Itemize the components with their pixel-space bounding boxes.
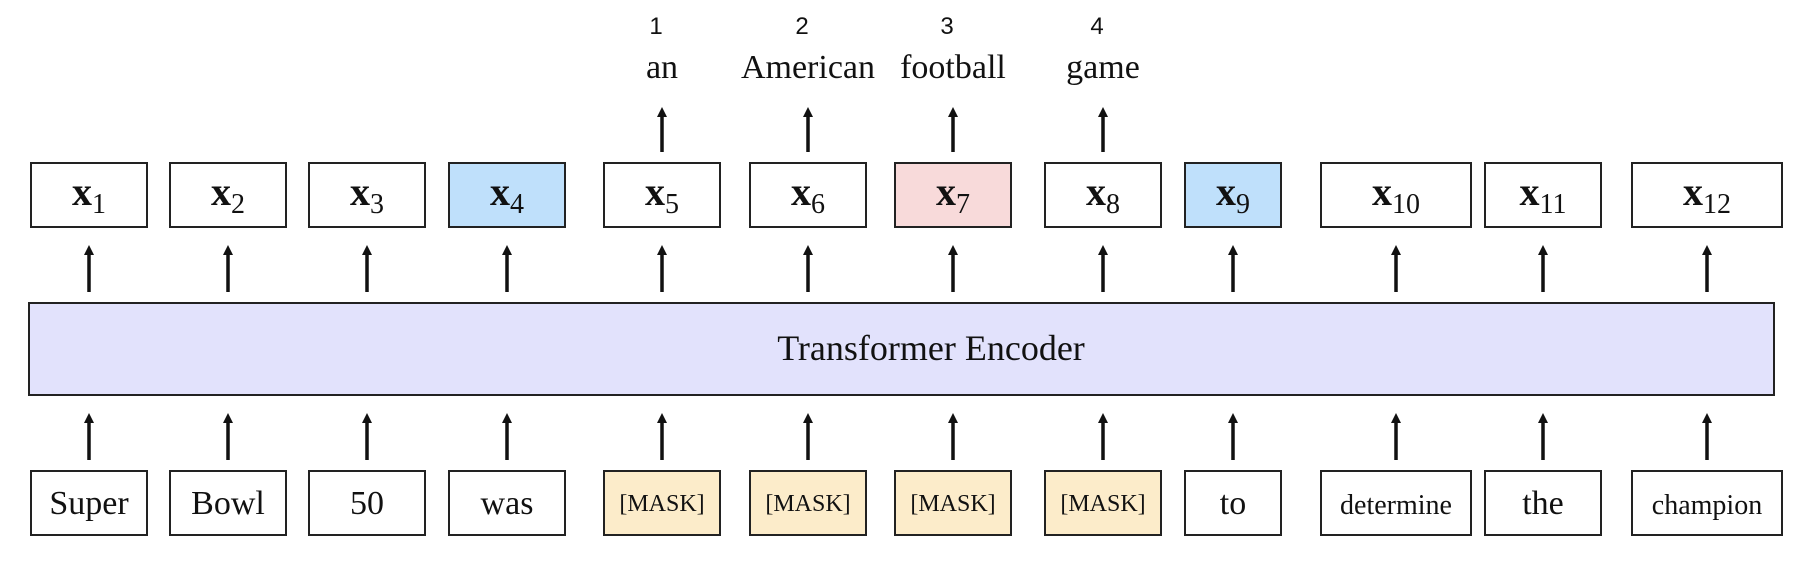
output-subscript: 3 — [370, 189, 384, 220]
token-column-10: determine x10 — [1320, 162, 1472, 536]
output-symbol: x — [645, 169, 665, 214]
output-symbol: x — [350, 169, 370, 214]
output-symbol: x — [1520, 169, 1540, 214]
output-subscript: 2 — [231, 189, 245, 220]
input-token-label: champion — [1652, 490, 1762, 521]
input-token-box — [1484, 470, 1602, 536]
input-token-box — [1044, 470, 1162, 536]
input-token-box — [448, 470, 566, 536]
output-embedding-label: x4 — [490, 169, 524, 220]
output-embedding-label: x5 — [645, 169, 679, 220]
output-embedding-label: x6 — [791, 169, 825, 220]
output-embedding-box — [1184, 162, 1282, 228]
input-token-label: the — [1522, 485, 1564, 522]
output-subscript: 12 — [1703, 189, 1731, 220]
input-token-box — [603, 470, 721, 536]
output-embedding-label: x1 — [72, 169, 106, 220]
output-embedding-box — [448, 162, 566, 228]
output-embedding-label: x11 — [1520, 169, 1567, 220]
output-embedding-box — [308, 162, 426, 228]
input-token-box — [169, 470, 287, 536]
output-symbol: x — [1683, 169, 1703, 214]
output-embedding-label: x10 — [1372, 169, 1420, 220]
input-token-label: 50 — [350, 485, 384, 522]
input-token-label: to — [1220, 485, 1246, 522]
output-embedding-label: x9 — [1216, 169, 1250, 220]
input-token-box — [1184, 470, 1282, 536]
token-column-8: [MASK] x8 game 4 — [1044, 13, 1162, 536]
predicted-word: football — [900, 49, 1006, 86]
output-embedding-label: x12 — [1683, 169, 1731, 220]
output-subscript: 7 — [956, 189, 970, 220]
input-token-box — [308, 470, 426, 536]
token-column-3: 50 x3 — [308, 162, 426, 536]
output-subscript: 10 — [1392, 189, 1420, 220]
output-embedding-box — [1320, 162, 1472, 228]
mask-token-label: [MASK] — [1060, 491, 1145, 517]
input-token-box — [1631, 470, 1783, 536]
output-embedding-box — [894, 162, 1012, 228]
input-token-box — [894, 470, 1012, 536]
input-token-box — [749, 470, 867, 536]
mask-token-label: [MASK] — [619, 491, 704, 517]
predicted-word: American — [741, 49, 875, 86]
output-embedding-box — [1044, 162, 1162, 228]
output-embedding-box — [1484, 162, 1602, 228]
output-subscript: 1 — [92, 189, 106, 220]
input-token-label: determine — [1340, 490, 1452, 521]
output-subscript: 5 — [665, 189, 679, 220]
predicted-word: game — [1066, 49, 1140, 86]
output-embedding-label: x8 — [1086, 169, 1120, 220]
prediction-index: 2 — [795, 13, 808, 40]
output-embedding-label: x2 — [211, 169, 245, 220]
token-column-5: [MASK] x5 an 1 — [603, 13, 721, 536]
output-symbol: x — [936, 169, 956, 214]
output-embedding-box — [30, 162, 148, 228]
token-column-2: Bowl x2 — [169, 162, 287, 536]
output-embedding-box — [749, 162, 867, 228]
tokens-layer: Superx1Bowlx250x3wasx4[MASK]x5an1[MASK]x… — [30, 13, 1783, 536]
output-symbol: x — [1216, 169, 1236, 214]
output-symbol: x — [211, 169, 231, 214]
input-token-label: Bowl — [191, 485, 265, 522]
output-embedding-box — [169, 162, 287, 228]
output-subscript: 11 — [1540, 189, 1567, 220]
prediction-index: 3 — [940, 13, 953, 40]
output-symbol: x — [490, 169, 510, 214]
input-token-label: was — [481, 485, 534, 522]
token-column-7: [MASK] x7 football 3 — [894, 13, 1012, 536]
token-column-4: was x4 — [448, 162, 566, 536]
output-embedding-box — [1631, 162, 1783, 228]
token-column-9: to x9 — [1184, 162, 1282, 536]
input-token-box — [1320, 470, 1472, 536]
mask-token-label: [MASK] — [765, 491, 850, 517]
token-column-11: the x11 — [1484, 162, 1602, 536]
output-symbol: x — [1372, 169, 1392, 214]
output-embedding-label: x3 — [350, 169, 384, 220]
output-subscript: 8 — [1106, 189, 1120, 220]
predicted-word: an — [646, 49, 678, 86]
prediction-index: 4 — [1090, 13, 1103, 40]
output-symbol: x — [72, 169, 92, 214]
output-embedding-label: x7 — [936, 169, 970, 220]
output-embedding-box — [603, 162, 721, 228]
output-subscript: 4 — [510, 189, 524, 220]
output-subscript: 6 — [811, 189, 825, 220]
output-symbol: x — [1086, 169, 1106, 214]
transformer-encoder-label: Transformer Encoder — [777, 328, 1085, 368]
input-token-box — [30, 470, 148, 536]
transformer-encoder-block — [28, 302, 1775, 396]
token-column-12: champion x12 — [1631, 162, 1783, 536]
token-column-1: Super x1 — [30, 162, 148, 536]
output-subscript: 9 — [1236, 189, 1250, 220]
prediction-index: 1 — [649, 13, 662, 40]
input-token-label: Super — [49, 485, 129, 522]
mask-token-label: [MASK] — [910, 491, 995, 517]
output-symbol: x — [791, 169, 811, 214]
token-column-6: [MASK] x6 American 2 — [741, 13, 875, 536]
